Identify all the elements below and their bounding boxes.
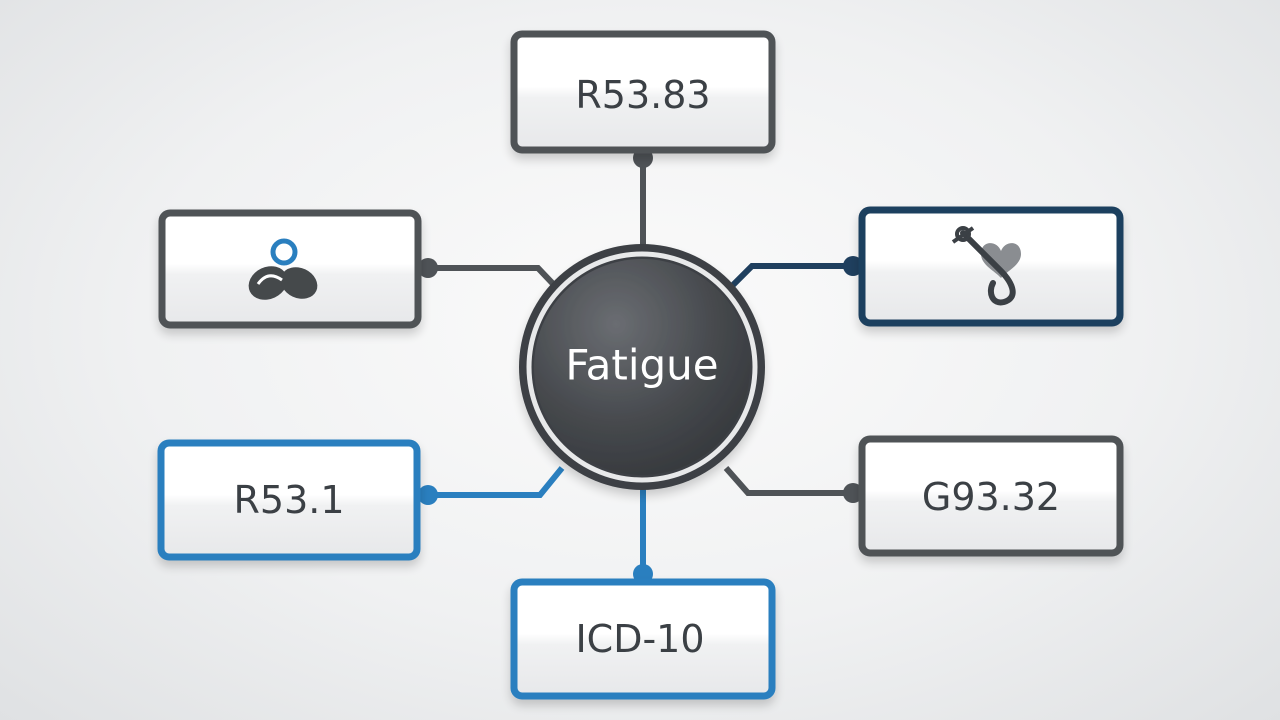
node-bottom-label: ICD-10 (575, 617, 704, 661)
connector-right-lower-dot (843, 483, 863, 503)
node-left-lower: R53.1 (157, 439, 421, 561)
stethoscope-heart-icon (951, 226, 1021, 306)
connector-left-upper (420, 265, 559, 290)
node-right-lower: G93.32 (858, 435, 1124, 557)
center-node: Fatigue (519, 244, 765, 490)
node-bottom: ICD-10 (510, 578, 776, 700)
pill-capsule-icon (248, 238, 318, 300)
node-right-upper (858, 206, 1124, 327)
node-top: R53.83 (510, 30, 776, 154)
node-left-upper (158, 209, 422, 329)
node-top-label: R53.83 (575, 73, 710, 117)
connector-left-lower (420, 466, 565, 498)
connector-right-lower (723, 466, 858, 496)
node-left-lower-label: R53.1 (233, 478, 344, 522)
connector-right-upper (730, 263, 858, 288)
connector-left-lower-dot (418, 485, 438, 505)
connectors (418, 148, 863, 584)
connector-right-upper-dot (843, 256, 863, 276)
connector-left-upper-dot (418, 258, 438, 278)
node-right-lower-label: G93.32 (922, 475, 1060, 519)
center-label: Fatigue (565, 341, 718, 390)
